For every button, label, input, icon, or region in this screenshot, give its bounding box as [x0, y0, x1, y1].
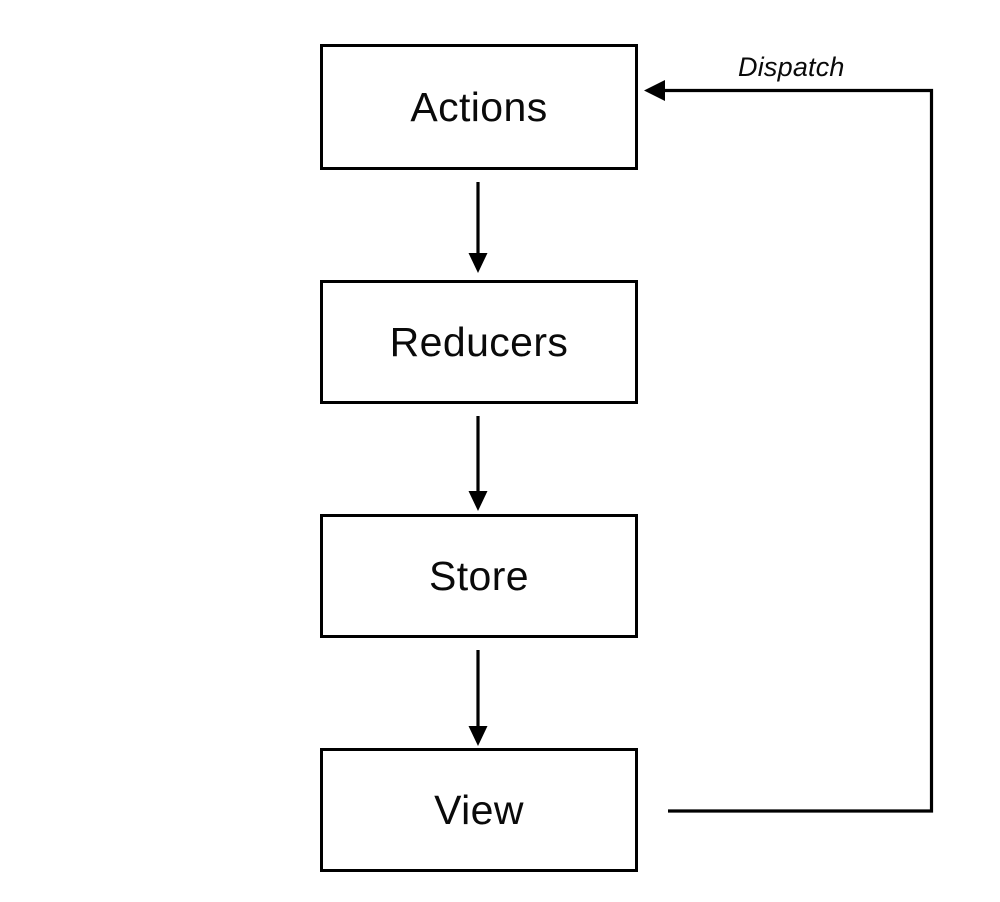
edge-actions-to-reducers — [468, 182, 488, 273]
node-actions-label: Actions — [410, 83, 548, 130]
edge-label-dispatch: Dispatch — [738, 52, 845, 82]
node-reducers-label: Reducers — [389, 318, 569, 365]
arrowhead-down-icon — [468, 491, 488, 511]
edge-reducers-to-store — [468, 416, 488, 511]
node-reducers[interactable]: Reducers — [320, 280, 638, 404]
node-view-label: View — [434, 786, 524, 833]
edge-view-to-actions-dispatch — [644, 80, 934, 813]
arrowhead-left-icon — [644, 80, 665, 101]
node-view[interactable]: View — [320, 748, 638, 872]
arrowhead-down-icon — [468, 726, 488, 746]
node-store-label: Store — [429, 552, 529, 599]
edge-path — [662, 88, 934, 813]
node-store[interactable]: Store — [320, 514, 638, 638]
edge-store-to-view — [468, 650, 488, 746]
node-actions[interactable]: Actions — [320, 44, 638, 170]
arrowhead-down-icon — [468, 253, 488, 273]
